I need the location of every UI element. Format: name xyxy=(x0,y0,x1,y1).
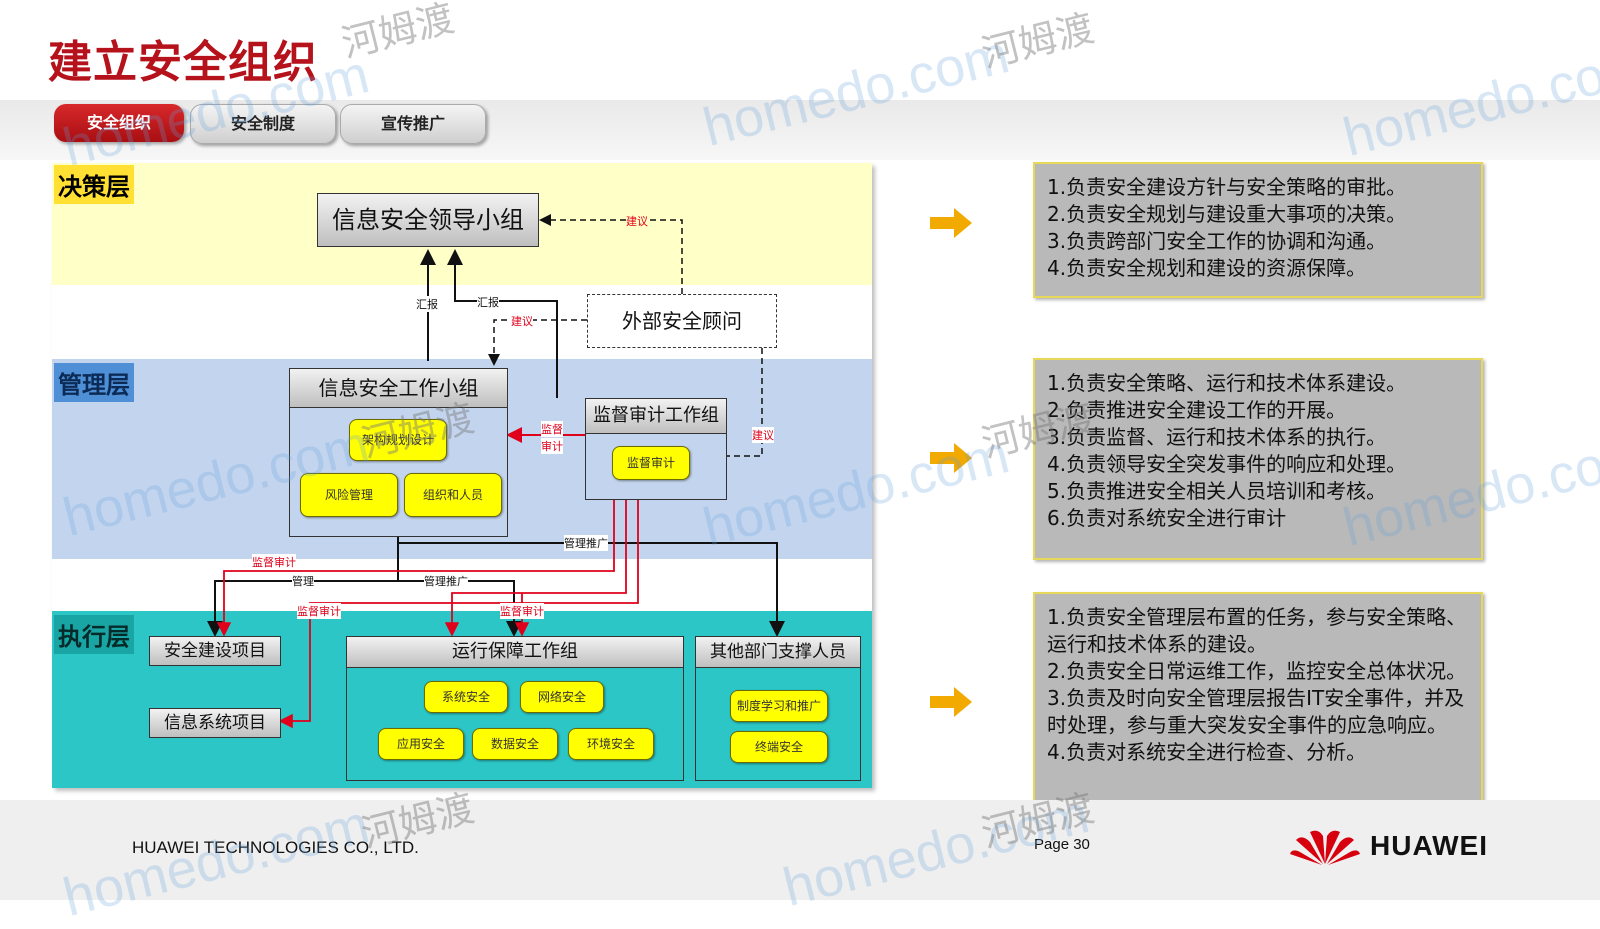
info-system-projects-node: 信息系统项目 xyxy=(149,708,281,738)
audit-group-node: 监督审计工作组 xyxy=(585,398,727,434)
arrow-right-icon xyxy=(930,687,972,717)
management-layer-label: 管理层 xyxy=(54,363,134,402)
tab-security-organization[interactable]: 安全组织 xyxy=(54,104,184,142)
desc-line: 3.负责监督、运行和技术体系的执行。 xyxy=(1047,425,1387,449)
desc-line: 5.负责推进安全相关人员培训和考核。 xyxy=(1047,479,1387,503)
work-group-node: 信息安全工作小组 xyxy=(289,368,508,408)
desc-line: 4.负责安全规划和建设的资源保障。 xyxy=(1047,256,1367,280)
label-suggest-right: 建议 xyxy=(752,427,774,443)
watermark: 河姆渡 xyxy=(977,7,1099,77)
label-manage-promote: 管理推广 xyxy=(424,573,468,589)
arrow-right-icon xyxy=(930,208,972,238)
desc-line: 6.负责对系统安全进行审计 xyxy=(1047,506,1287,530)
huawei-logo-icon xyxy=(1290,830,1360,865)
org-diagram: 决策层 管理层 执行层 信息安全领导小组 外部安全顾问 信息安全工作小组 架构规… xyxy=(52,163,872,788)
desc-line: 2.负责安全日常运维工作，监控安全总体状况。 xyxy=(1047,659,1467,683)
page-number: Page 30 xyxy=(1034,836,1090,853)
label-audit: 审计 xyxy=(541,438,563,454)
page-title: 建立安全组织 xyxy=(48,37,318,88)
label-report-left: 汇报 xyxy=(416,296,438,312)
arrow-right-icon xyxy=(930,443,972,473)
label-supervise: 监督 xyxy=(541,421,563,437)
ops-group-node: 运行保障工作组 xyxy=(346,636,684,668)
pill-environment-security: 环境安全 xyxy=(568,728,654,760)
pill-organization-personnel: 组织和人员 xyxy=(404,473,502,517)
label-suggest-top: 建议 xyxy=(626,213,648,229)
desc-line: 3.负责及时向安全管理层报告IT安全事件，并及时处理，参与重大突发安全事件的应急… xyxy=(1047,686,1465,737)
pill-data-security: 数据安全 xyxy=(472,728,558,760)
desc-line: 2.负责推进安全建设工作的开展。 xyxy=(1047,398,1347,422)
desc-line: 4.负责对系统安全进行检查、分析。 xyxy=(1047,740,1367,764)
desc-line: 1.负责安全策略、运行和技术体系建设。 xyxy=(1047,371,1407,395)
decision-description: 1.负责安全建设方针与安全策略的审批。 2.负责安全规划与建设重大事项的决策。 … xyxy=(1033,162,1483,298)
execution-layer-label: 执行层 xyxy=(54,615,134,654)
watermark: 河姆渡 xyxy=(337,0,459,67)
label-supervise-audit-left: 监督审计 xyxy=(252,554,296,570)
execution-description: 1.负责安全管理层布置的任务，参与安全策略、运行和技术体系的建设。 2.负责安全… xyxy=(1033,592,1483,818)
leadership-group-node: 信息安全领导小组 xyxy=(317,193,539,247)
pill-network-security: 网络安全 xyxy=(520,681,604,713)
label-manage: 管理 xyxy=(292,573,314,589)
pill-architecture-planning: 架构规划设计 xyxy=(349,419,447,461)
label-supervise-audit-right: 监督审计 xyxy=(500,603,544,619)
external-advisor-node: 外部安全顾问 xyxy=(587,294,777,348)
pill-application-security: 应用安全 xyxy=(378,728,464,760)
desc-line: 1.负责安全建设方针与安全策略的审批。 xyxy=(1047,175,1407,199)
desc-line: 3.负责跨部门安全工作的协调和沟通。 xyxy=(1047,229,1387,253)
label-report-right: 汇报 xyxy=(477,294,499,310)
footer-company: HUAWEI TECHNOLOGIES CO., LTD. xyxy=(132,838,419,857)
footer xyxy=(0,800,1600,900)
pill-policy-learning: 制度学习和推广 xyxy=(730,690,828,722)
management-description: 1.负责安全策略、运行和技术体系建设。 2.负责推进安全建设工作的开展。 3.负… xyxy=(1033,358,1483,560)
tab-promotion[interactable]: 宣传推广 xyxy=(340,104,486,144)
label-supervise-audit-mid: 监督审计 xyxy=(297,603,341,619)
pill-terminal-security: 终端安全 xyxy=(730,731,828,763)
desc-line: 1.负责安全管理层布置的任务，参与安全策略、运行和技术体系的建设。 xyxy=(1047,605,1467,656)
label-suggest-middle: 建议 xyxy=(511,313,533,329)
tab-security-policy[interactable]: 安全制度 xyxy=(190,104,336,144)
other-support-node: 其他部门支撑人员 xyxy=(695,636,861,668)
desc-line: 2.负责安全规划与建设重大事项的决策。 xyxy=(1047,202,1407,226)
label-manage-promote-top: 管理推广 xyxy=(564,535,608,551)
security-projects-node: 安全建设项目 xyxy=(149,636,281,666)
pill-supervise-audit: 监督审计 xyxy=(612,446,690,480)
huawei-brand-name: HUAWEI xyxy=(1370,830,1488,861)
pill-system-security: 系统安全 xyxy=(424,681,508,713)
desc-line: 4.负责领导安全突发事件的响应和处理。 xyxy=(1047,452,1407,476)
pill-risk-management: 风险管理 xyxy=(300,473,398,517)
decision-layer-label: 决策层 xyxy=(54,165,134,204)
